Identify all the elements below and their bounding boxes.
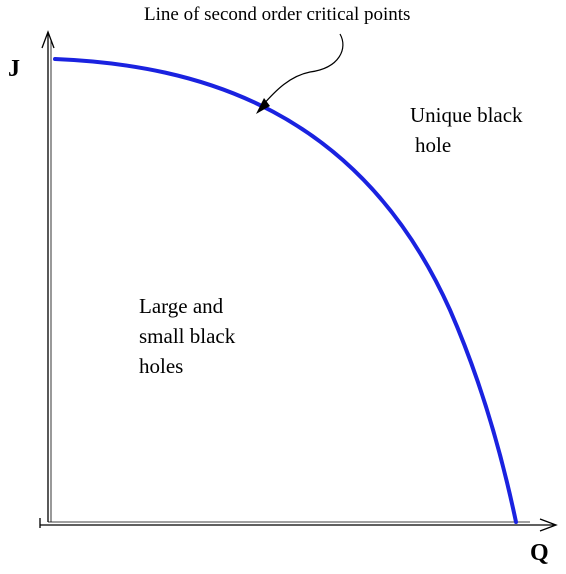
region-inner-line-2: small black bbox=[139, 324, 236, 348]
y-axis-label: J bbox=[8, 56, 20, 82]
annotation-arrowhead bbox=[256, 98, 270, 114]
annotation-label: Line of second order critical points bbox=[144, 4, 410, 25]
region-inner-line-1: Large and bbox=[139, 294, 224, 318]
critical-curve bbox=[53, 57, 518, 524]
region-inner-line-3: holes bbox=[139, 354, 183, 378]
x-axis-label: Q bbox=[530, 540, 549, 566]
y-axis-arrow bbox=[41, 30, 55, 49]
x-axis-arrow bbox=[539, 518, 558, 532]
region-outer-line-2: hole bbox=[415, 133, 451, 157]
axes bbox=[39, 30, 558, 532]
region-outer-line-1: Unique black bbox=[410, 103, 523, 127]
annotation-pointer-line bbox=[261, 33, 344, 107]
